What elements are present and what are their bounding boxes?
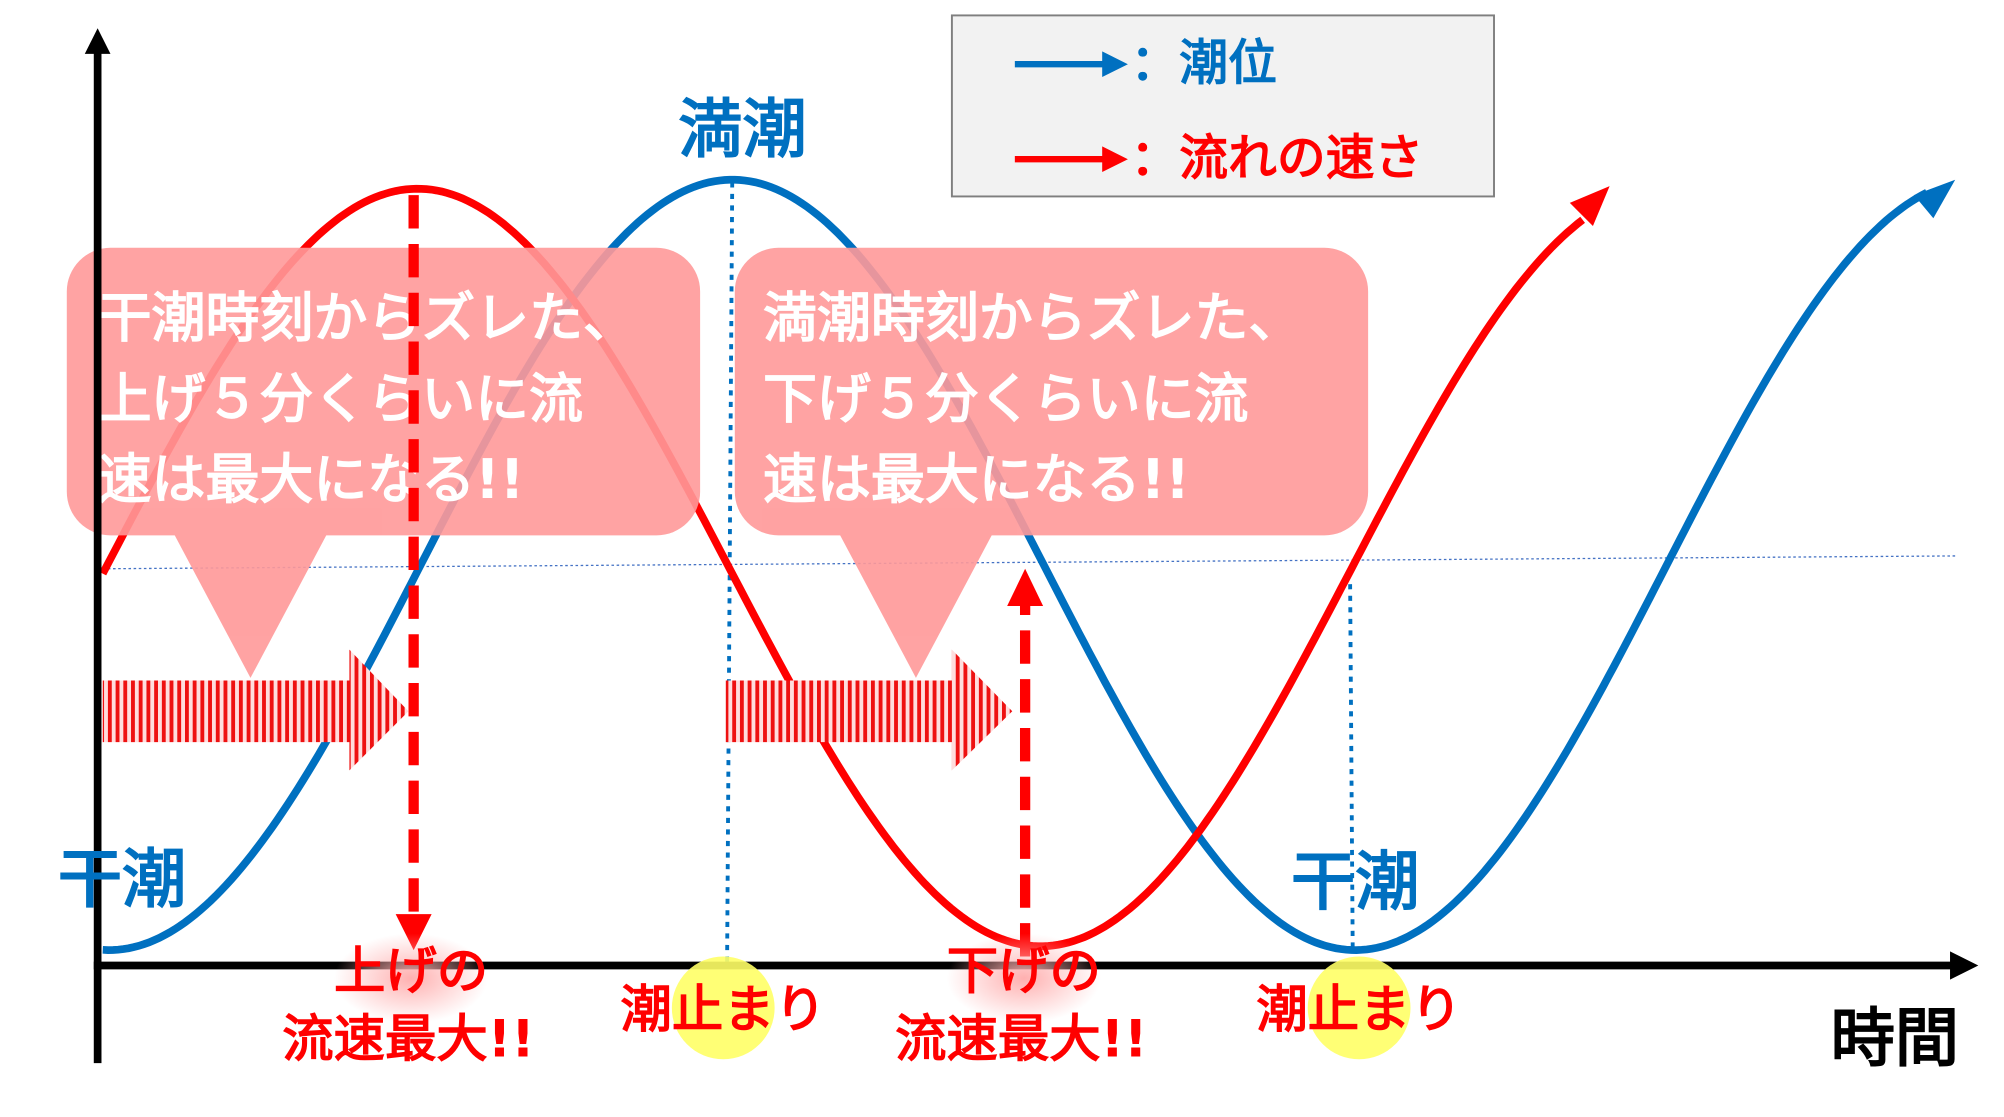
callout-ebb-line: 満潮時刻からズレた、 bbox=[763, 286, 1302, 349]
low-tide-label: 干潮 bbox=[58, 842, 186, 917]
high-tide-marker bbox=[725, 182, 735, 963]
mean-level-line bbox=[102, 555, 1956, 570]
slack-label: 潮止まり bbox=[620, 980, 826, 1040]
slack-highlight bbox=[1307, 956, 1411, 1060]
burst-highlight bbox=[334, 933, 489, 1024]
flood-max-label: 上げの bbox=[334, 942, 488, 1002]
callout-flood-line: 速は最大になる!! bbox=[98, 448, 525, 511]
slack-label: 潮止まり bbox=[1256, 980, 1462, 1040]
current-speed-curve bbox=[99, 184, 1586, 951]
flood-max-label: 流速最大!! bbox=[282, 1010, 534, 1070]
ebb-max-label: 下げの bbox=[947, 942, 1101, 1002]
low-tide-label: 干潮 bbox=[1291, 845, 1419, 920]
callout-flood-line: 上げ５分くらいに流 bbox=[98, 367, 583, 430]
burst-highlight bbox=[946, 933, 1101, 1024]
callout-ebb-line: 速は最大になる!! bbox=[763, 448, 1190, 511]
tide-arrowhead-icon bbox=[1914, 179, 1956, 219]
callout-flood bbox=[66, 247, 701, 678]
callout-flood-line: 干潮時刻からズレた、 bbox=[98, 286, 637, 349]
low-tide-marker bbox=[1348, 584, 1355, 948]
current-arrowhead-icon bbox=[1569, 186, 1610, 226]
callout-ebb bbox=[734, 247, 1369, 678]
flood-flow-arrow-icon bbox=[102, 649, 409, 771]
ebb-max-label: 流速最大!! bbox=[895, 1010, 1147, 1070]
legend: ：潮位 ：流れの速さ bbox=[950, 14, 1495, 198]
down-arrow-icon bbox=[395, 914, 432, 951]
up-arrow-icon bbox=[1007, 568, 1044, 607]
legend-current-label: ：流れの速さ bbox=[1130, 130, 1423, 187]
high-tide-label: 満潮 bbox=[678, 93, 806, 168]
time-axis-label: 時間 bbox=[1831, 1002, 1959, 1077]
legend-tide-label: ：潮位 bbox=[1130, 35, 1276, 92]
slack-highlight bbox=[671, 956, 775, 1060]
callout-ebb-line: 下げ５分くらいに流 bbox=[763, 367, 1248, 430]
ebb-flow-arrow-icon bbox=[725, 649, 1013, 771]
